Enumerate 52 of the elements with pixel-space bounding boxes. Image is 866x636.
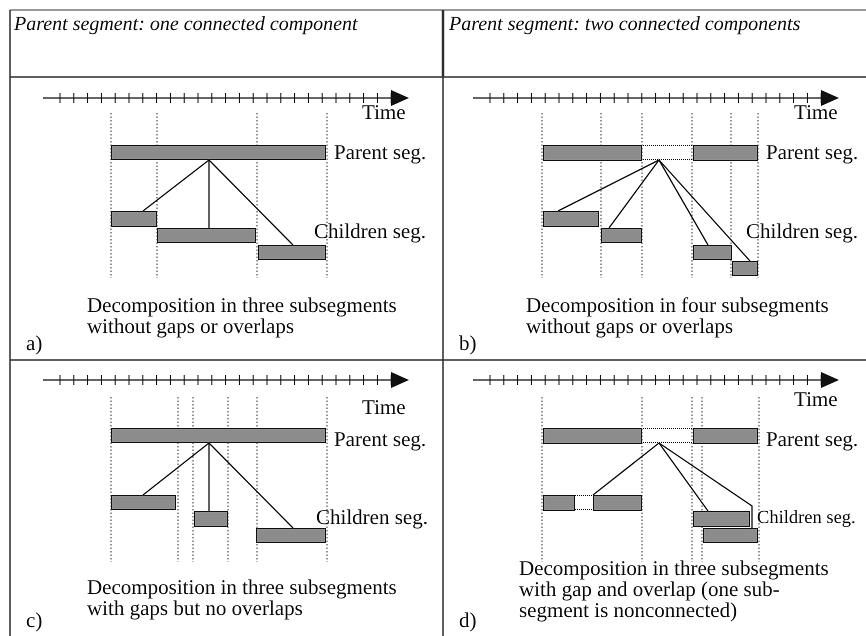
connector-line xyxy=(208,442,294,528)
axis-label: Time xyxy=(794,102,838,123)
child-segment-bar xyxy=(703,528,758,543)
connector-line xyxy=(658,442,709,512)
row-label: Children seg. xyxy=(316,507,428,528)
panel-caption: Decomposition in three subsegments without gaps or overlaps xyxy=(87,295,398,337)
panel-caption: Decomposition in three subsegments with gaps but no overlaps xyxy=(87,577,398,619)
parent-segment-bar xyxy=(111,145,326,160)
parent-segment-bar xyxy=(543,428,758,443)
connector-line xyxy=(592,442,660,496)
child-segment-bar xyxy=(111,211,157,227)
row-label: Parent seg. xyxy=(334,429,426,450)
connector-line xyxy=(142,159,210,212)
row-label: Children seg. xyxy=(757,508,856,529)
child-segment-bar xyxy=(256,528,326,543)
child-segment-bar xyxy=(543,495,642,510)
child-segment-bar xyxy=(732,261,758,276)
column-heading: Parent segment: two connected components xyxy=(449,14,800,35)
child-segment-bar xyxy=(693,511,750,527)
axis-label: Time xyxy=(794,389,838,410)
child-segment-bar xyxy=(543,211,599,227)
row-label: Parent seg. xyxy=(334,142,426,163)
panel-letter: c) xyxy=(26,610,42,631)
parent-segment-bar xyxy=(111,428,326,443)
child-segment-bar xyxy=(111,495,176,510)
panel-letter: a) xyxy=(26,333,42,354)
child-segment-bar xyxy=(258,245,326,260)
connector-line xyxy=(142,442,210,496)
panel-caption: Decomposition in four subsegments without gaps or overlaps xyxy=(526,295,830,337)
child-segment-bar xyxy=(693,245,732,260)
connector-line xyxy=(608,160,660,228)
connector-line xyxy=(658,160,709,246)
row-label: Parent seg. xyxy=(766,142,858,163)
connector-line xyxy=(558,159,660,212)
row-label: Children seg. xyxy=(314,221,426,242)
panel-caption: Decomposition in three subsegments with gap and overlap (one sub-segment is nonconnected) xyxy=(519,558,830,621)
axis-label: Time xyxy=(362,102,406,123)
row-label: Children seg. xyxy=(746,221,858,242)
connector-line xyxy=(658,442,753,528)
connector-line xyxy=(658,160,750,262)
connector-line xyxy=(208,443,210,511)
axis-label: Time xyxy=(362,397,406,418)
column-heading: Parent segment: one connected component xyxy=(14,14,358,35)
child-segment-bar xyxy=(157,228,256,243)
child-segment-bar xyxy=(194,511,228,527)
row-label: Parent seg. xyxy=(766,429,858,450)
child-segment-bar xyxy=(601,228,642,243)
parent-segment-bar xyxy=(543,145,758,160)
panel-letter: d) xyxy=(459,610,476,631)
panel-letter: b) xyxy=(459,333,476,354)
connector-line xyxy=(208,160,294,246)
connector-line xyxy=(208,160,210,228)
